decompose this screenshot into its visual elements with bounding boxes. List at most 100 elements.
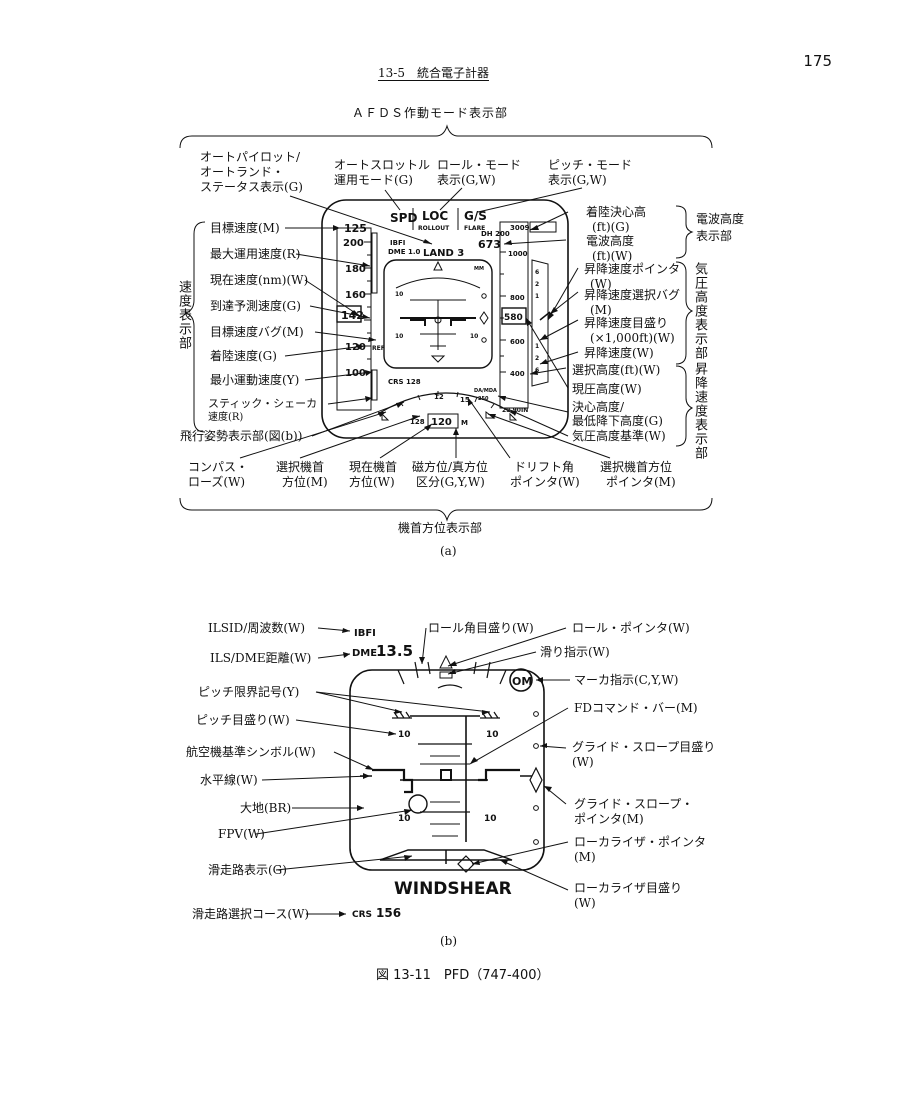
roll-scale-label: ロール角目盛り(W) [428, 621, 534, 635]
min-maneuver-speed-label: 最小運動速度(Y) [210, 373, 300, 387]
stick-shaker-label-1: スティック・シェーカ [208, 397, 318, 410]
selected-heading-pointer-label-2: ポインタ(M) [606, 475, 676, 489]
speed-tick-160: 160 [345, 290, 366, 301]
vs-tick-1-bottom: 1 [535, 343, 539, 350]
vs-brace [675, 365, 694, 447]
gs-mode: G/S [464, 209, 487, 223]
pitch-tick-b-10-right-top: 10 [486, 730, 499, 740]
land-status: LAND 3 [423, 248, 464, 259]
horizon-line-label: 水平線(W) [200, 773, 258, 787]
max-operating-speed-label: 最大運用速度(R) [210, 247, 301, 261]
speed-bug-label: 目標速度バグ(M) [210, 325, 304, 339]
pfd-a-frame [321, 199, 569, 439]
gs-pointer-label-2: ポインタ(M) [574, 812, 644, 826]
mag-true-label-1: 磁方位/真方位 [412, 460, 489, 474]
current-speed-label: 現在速度(nm)(W) [210, 273, 309, 287]
vs-bug-label-1: 昇降速度選択バグ [584, 288, 681, 302]
gs-scale-label-2: (W) [572, 755, 594, 769]
loc-scale-label-1: ローカライザ目盛り [574, 881, 683, 895]
drift-pointer-label-1: ドリフト角 [514, 460, 575, 474]
roll-mode-label-2: 表示(G,W) [437, 173, 496, 187]
rollout-mode: ROLLOUT [418, 225, 450, 232]
afds-brace [179, 124, 713, 149]
drift-pointer-label-2: ポインタ(W) [510, 475, 580, 489]
vs-bug-label-2: (M) [590, 303, 612, 317]
dh-mda-label-2: 最低降下高度(G) [572, 414, 663, 428]
attitude-box-a [383, 259, 493, 369]
dme-label-b: DME [352, 648, 377, 659]
ap-status-label-1: オートパイロット/ [200, 150, 301, 164]
marker-label: マーカ指示(C,Y,W) [574, 673, 679, 687]
pitch-tick-a-right: 10 [470, 333, 478, 340]
dme-a: DME 1.0 [388, 248, 421, 256]
vs-pointer-label-2: (W) [590, 277, 612, 291]
pfd-b-frame [349, 669, 545, 871]
current-heading: 120 [431, 417, 452, 428]
baro-alt-brace [675, 261, 694, 365]
altitude-tape [499, 221, 529, 409]
baro-ref-label: 気圧高度基準(W) [572, 429, 666, 443]
vs-tick-6-bottom: 6 [535, 367, 539, 374]
runway [379, 849, 513, 861]
loc-pointer-label-2: (M) [574, 850, 596, 864]
ref-label: REF [372, 345, 385, 352]
alt-tick-600: 600 [510, 338, 525, 346]
runway-course-label: 滑走路選択コース(W) [192, 907, 310, 921]
trend-speed-label: 到達予測速度(G) [210, 299, 301, 313]
current-altitude: 580 [504, 313, 523, 323]
baro-setting: 29.90IN [502, 407, 528, 414]
radio-alt-group-title-2: 表示部 [696, 229, 733, 243]
radio-alt-group-title-1: 電波高度 [696, 212, 745, 226]
vs-tick-2-bottom: 2 [535, 355, 539, 362]
vs-tick-6-top: 6 [535, 269, 539, 276]
vs-group-title: 昇降速度表示部 [692, 362, 707, 460]
pitch-tick-a-left: 10 [395, 333, 403, 340]
speed-tick-180: 180 [345, 264, 366, 275]
heading-brace [179, 497, 713, 522]
compass-tick-15: 15 [460, 396, 470, 404]
pitch-tick-b-10-left-bottom: 10 [398, 814, 411, 824]
vs-tick-1-top: 1 [535, 293, 539, 300]
windshear-warning: WINDSHEAR [394, 879, 512, 899]
vs-value-label: 昇降速度(W) [584, 346, 654, 360]
crs-a: CRS 128 [388, 378, 421, 386]
dh-label-1: 着陸決心高 [586, 205, 647, 219]
loc-mode: LOC [422, 209, 448, 223]
stick-shaker-label-2: 速度(R) [208, 412, 244, 423]
vs-scale-label-2: (×1,000ft)(W) [590, 331, 675, 345]
alt-tick-400: 400 [510, 370, 525, 378]
pitch-tick-b-10-left-top: 10 [398, 730, 411, 740]
baro-alt-group-title: 気圧高度表示部 [692, 262, 707, 360]
dme-distance-b: 13.5 [376, 642, 413, 660]
figure-a-sublabel: (a) [440, 544, 457, 558]
compass-tick-12: 12 [434, 393, 444, 401]
ils-id-label: ILSID/周波数(W) [208, 621, 306, 635]
ap-status-label-3: ステータス表示(G) [200, 180, 303, 194]
fpv-label: FPV(W) [218, 827, 265, 841]
spd-mode: SPD [390, 211, 417, 225]
pitch-tick-a-top: 10 [395, 291, 403, 298]
radio-alt-brace [675, 205, 694, 259]
pitch-mode-label-1: ピッチ・モード [548, 158, 633, 172]
current-heading-label-1: 現在機首 [349, 460, 398, 474]
loc-pointer-label-1: ローカライザ・ポインタ [574, 835, 707, 849]
roll-pointer-label: ロール・ポインタ(W) [572, 621, 690, 635]
outer-marker: OM [512, 675, 532, 688]
afds-group-title: ＡＦＤＳ作動モード表示部 [352, 106, 509, 120]
radio-alt-label-1: 電波高度 [586, 234, 635, 248]
aircraft-symbol-label: 航空機基準シンボル(W) [186, 745, 316, 759]
speed-brace [184, 221, 206, 433]
selected-altitude: 3009 [510, 224, 530, 232]
speed-tick-100: 100 [345, 368, 366, 379]
at-mode-label-2: 運用モード(G) [334, 173, 413, 187]
pitch-mode-label-2: 表示(G,W) [548, 173, 607, 187]
da-mda-value: 250 [478, 396, 489, 402]
dh-value: DH 200 [481, 230, 510, 238]
radio-alt-label-2: (ft)(W) [592, 249, 633, 263]
vs-tick-2-top: 2 [535, 281, 539, 288]
page-number: 175 [803, 52, 832, 70]
da-mda-label: DA/MDA [474, 388, 497, 394]
roll-mode-label-1: ロール・モード [437, 158, 522, 172]
current-altitude-label: 現圧高度(W) [572, 382, 642, 396]
